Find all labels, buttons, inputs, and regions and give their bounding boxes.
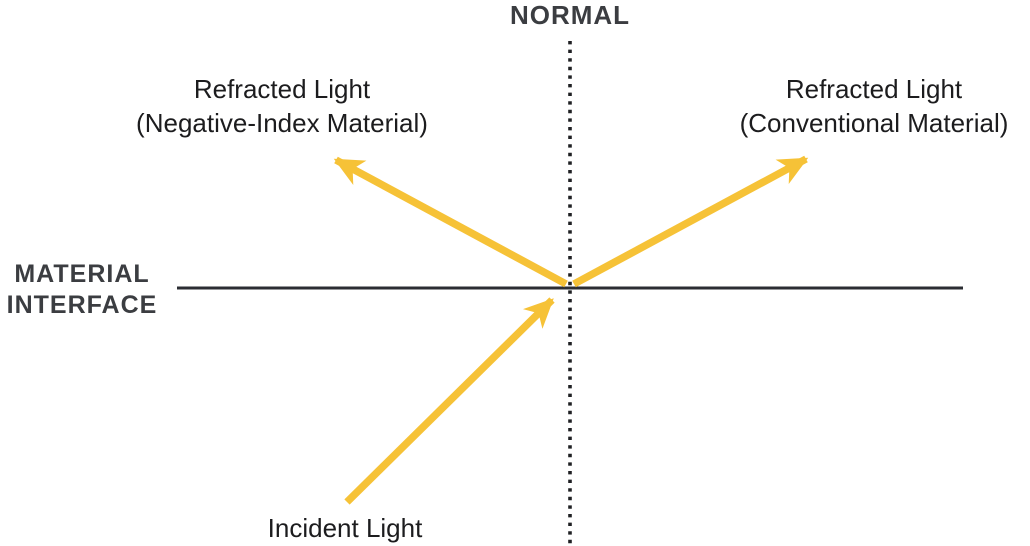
refracted-negative-label-line2: (Negative-Index Material) xyxy=(136,108,428,138)
material-interface-label-line2: INTERFACE xyxy=(6,291,158,319)
material-interface-label-line1: MATERIAL xyxy=(14,260,150,288)
incident-light-label: Incident Light xyxy=(267,513,423,543)
refracted-ray-conventional-arrow xyxy=(572,155,809,288)
incident-ray-arrow xyxy=(344,297,555,505)
refracted-ray-negative-arrow xyxy=(333,156,568,288)
refracted-negative-label-line1: Refracted Light xyxy=(193,74,371,104)
refracted-conventional-label-line2: (Conventional Material) xyxy=(739,108,1009,138)
refracted-conventional-label-line1: Refracted Light xyxy=(785,74,963,104)
material-interface-label: MATERIAL INTERFACE xyxy=(0,259,168,321)
refracted-negative-label: Refracted Light (Negative-Index Material… xyxy=(92,72,472,140)
refracted-conventional-label: Refracted Light (Conventional Material) xyxy=(684,72,1030,140)
normal-label: NORMAL xyxy=(509,0,631,30)
